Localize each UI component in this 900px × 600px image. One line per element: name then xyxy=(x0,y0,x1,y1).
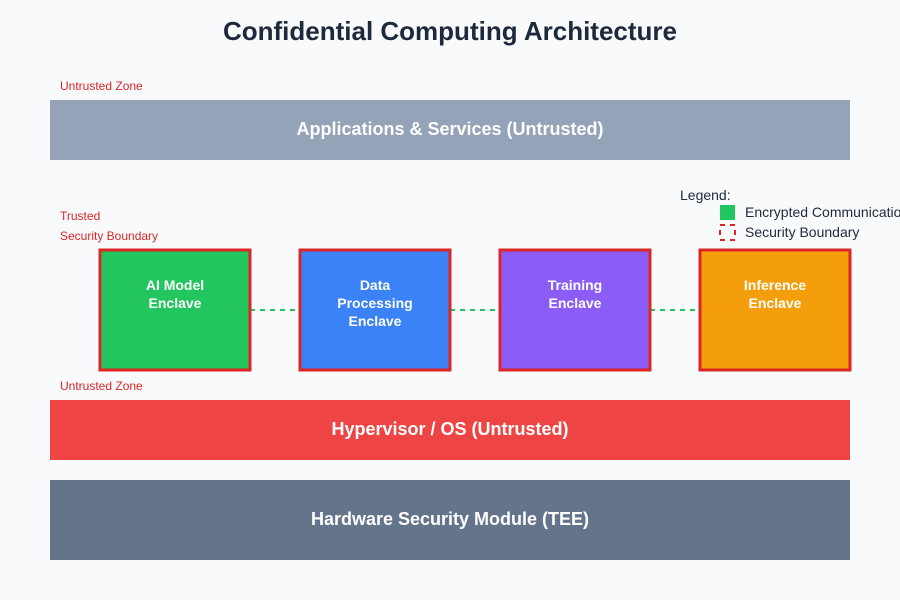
applications-layer xyxy=(50,100,850,160)
enclave-label: Data xyxy=(360,277,391,293)
untrusted-zone-label-top: Untrusted Zone xyxy=(60,79,143,93)
security-boundary-label: Security Boundary xyxy=(60,229,158,243)
diagram-title: Confidential Computing Architecture xyxy=(223,16,677,46)
enclave-box xyxy=(98,248,252,372)
hardware-layer xyxy=(50,480,850,560)
enclave-label: Enclave xyxy=(549,295,602,311)
enclave-label: Enclave xyxy=(349,313,402,329)
enclaves-group: AI ModelEnclaveDataProcessingEnclaveTrai… xyxy=(98,248,852,372)
enclave-label: Inference xyxy=(744,277,806,293)
enclave-label: Training xyxy=(548,277,602,293)
enclave-box xyxy=(298,248,452,372)
legend-boundary-swatch xyxy=(719,224,736,241)
hypervisor-layer xyxy=(50,400,850,460)
hardware-layer-label: Hardware Security Module (TEE) xyxy=(311,509,589,529)
legend-title: Legend: xyxy=(680,187,731,203)
legend: Legend: Encrypted Communication Security… xyxy=(680,187,900,241)
untrusted-zone-label-bottom: Untrusted Zone xyxy=(60,379,143,393)
legend-encrypted-swatch xyxy=(720,205,735,220)
legend-boundary-label: Security Boundary xyxy=(745,224,859,240)
enclave-box xyxy=(698,248,852,372)
enclave-label: AI Model xyxy=(146,277,204,293)
enclave-box xyxy=(498,248,652,372)
applications-layer-label: Applications & Services (Untrusted) xyxy=(296,119,603,139)
enclave-label: Enclave xyxy=(149,295,202,311)
enclave-label: Processing xyxy=(337,295,412,311)
trusted-zone-label: Trusted xyxy=(60,209,100,223)
hypervisor-layer-label: Hypervisor / OS (Untrusted) xyxy=(331,419,568,439)
enclave-label: Enclave xyxy=(749,295,802,311)
legend-encrypted-label: Encrypted Communication xyxy=(745,204,900,220)
